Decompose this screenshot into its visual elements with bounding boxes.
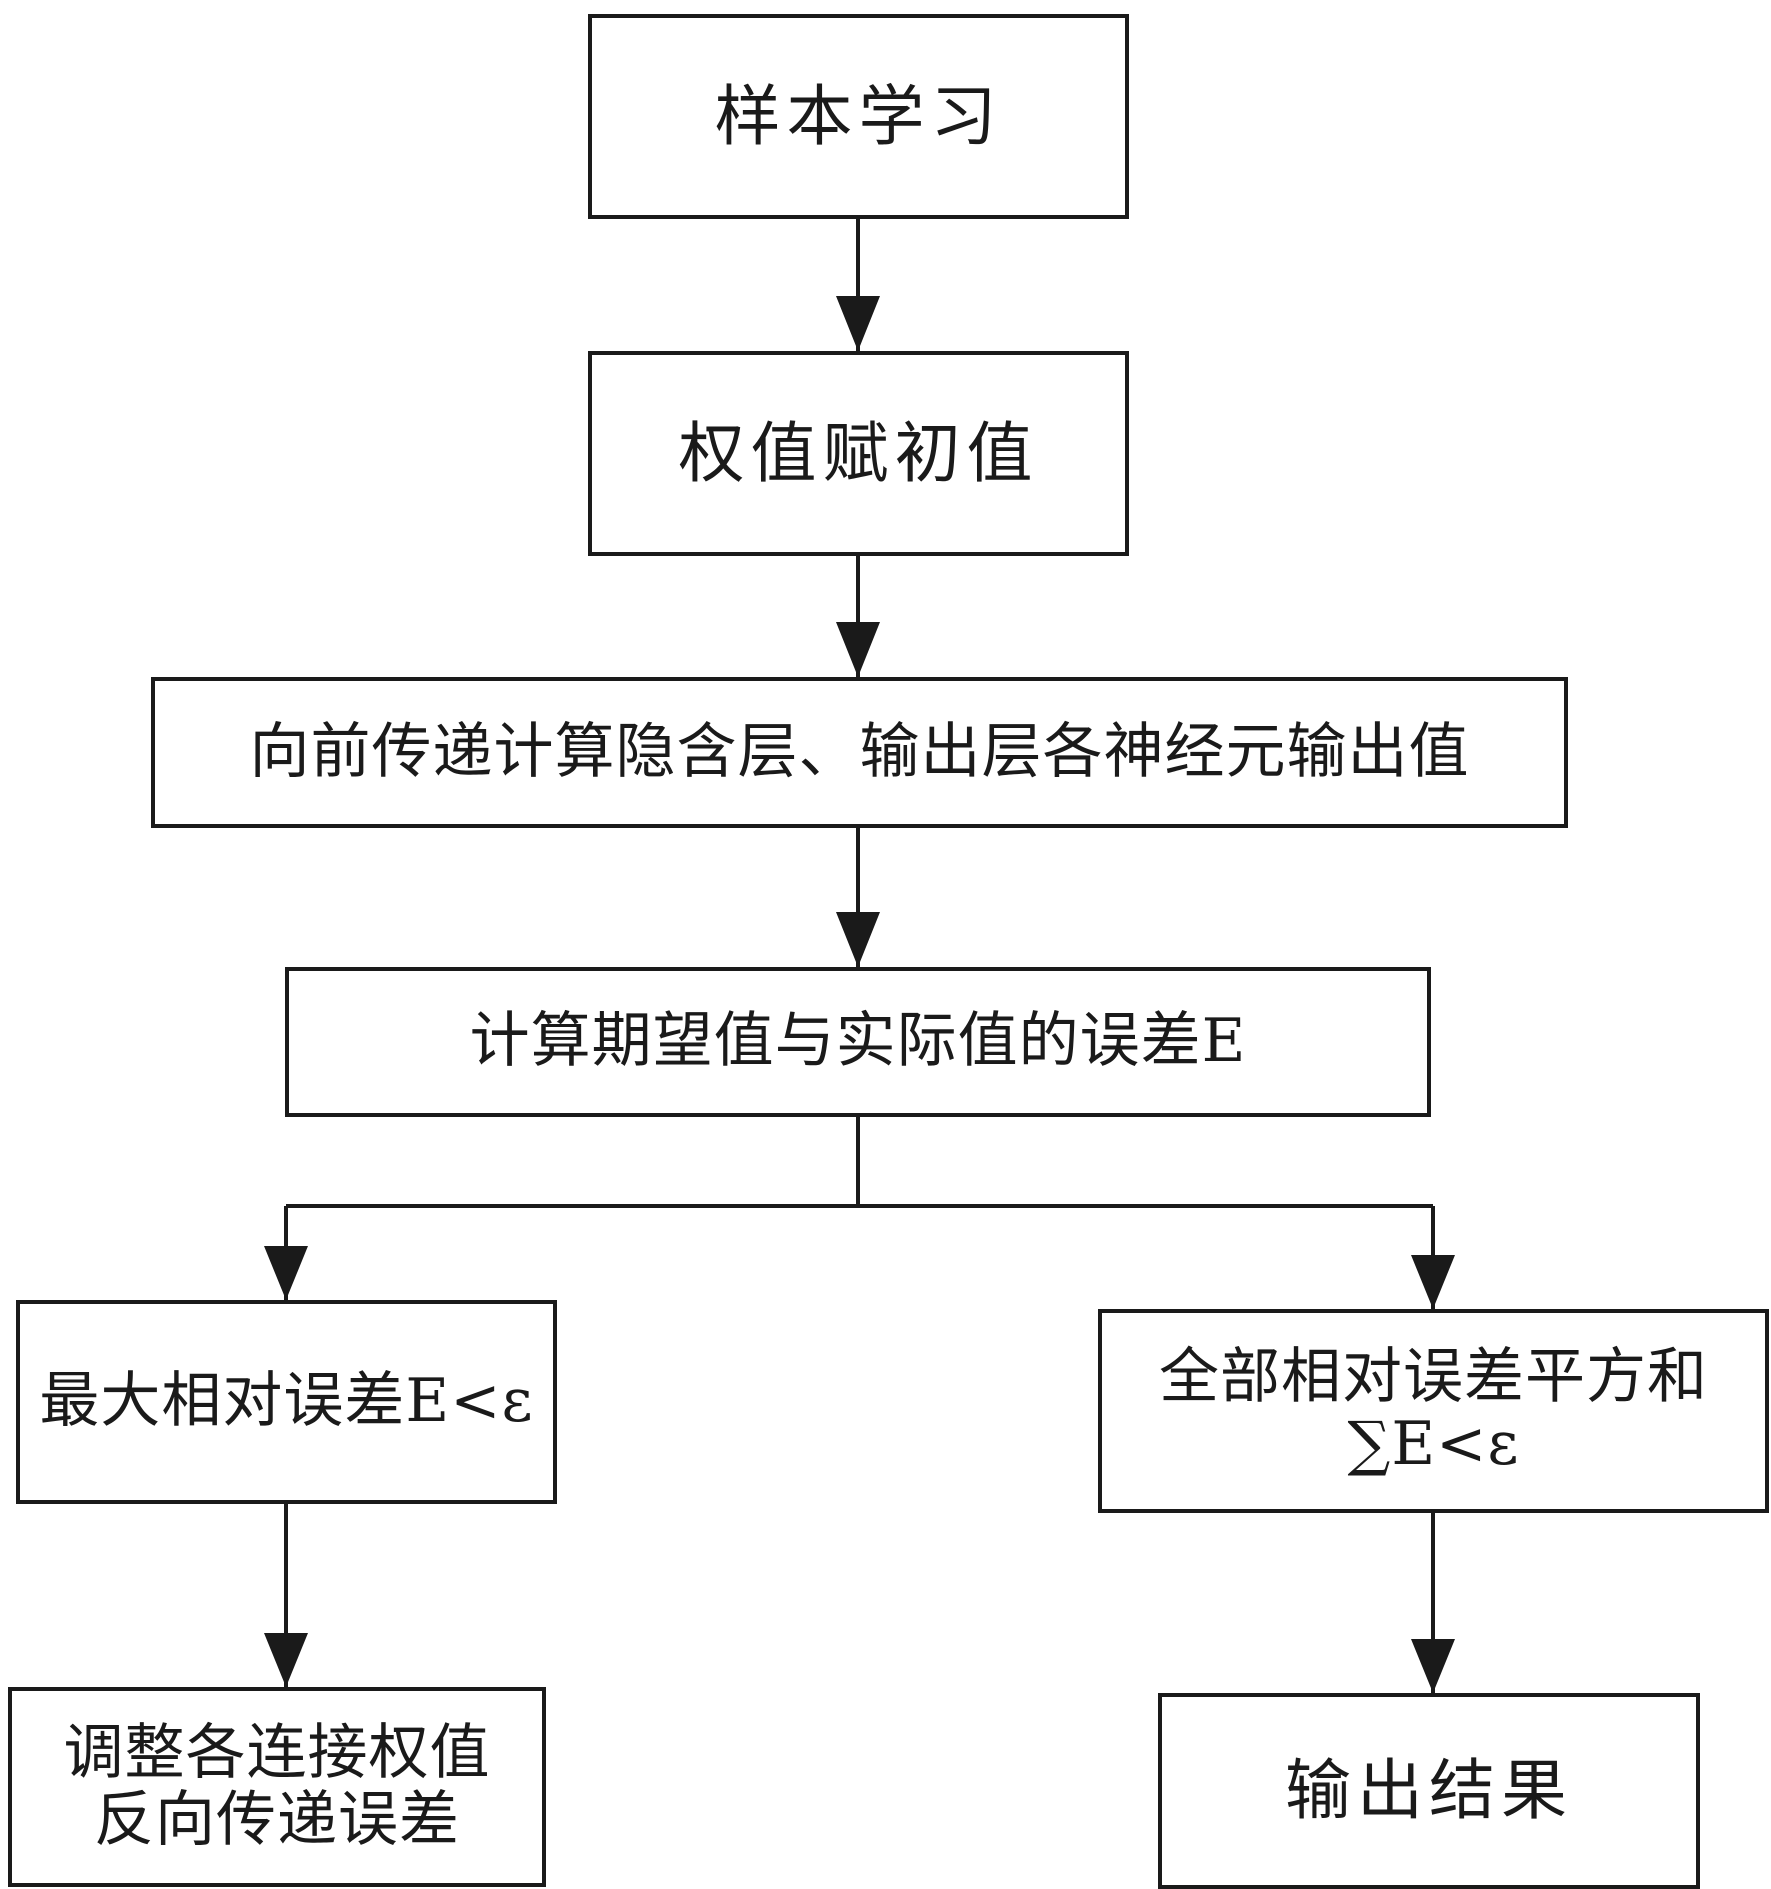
- node-init-weights-label: 权值赋初值: [678, 414, 1039, 492]
- arrowhead-total-error-to-output: [1411, 1639, 1455, 1693]
- node-calc-error-label: 计算期望值与实际值的误差E: [469, 1006, 1247, 1077]
- node-output-result-label: 输出结果: [1285, 1752, 1573, 1830]
- node-adjust-weights: 调整各连接权值 反向传递误差: [8, 1687, 546, 1887]
- node-sample-learning: 样本学习: [588, 14, 1129, 219]
- node-output-result: 输出结果: [1158, 1693, 1700, 1889]
- arrowhead-sample-to-init: [836, 296, 880, 351]
- node-forward-calc-label: 向前传递计算隐含层、输出层各神经元输出值: [249, 716, 1470, 787]
- node-sample-learning-label: 样本学习: [714, 77, 1003, 155]
- node-total-error-line2: ∑E<ε: [1347, 1409, 1520, 1479]
- node-forward-calc: 向前传递计算隐含层、输出层各神经元输出值: [151, 677, 1568, 828]
- node-adjust-weights-line1: 调整各连接权值: [63, 1717, 491, 1788]
- arrowhead-init-to-forward: [836, 622, 880, 677]
- node-total-error: 全部相对误差平方和 ∑E<ε: [1098, 1309, 1769, 1513]
- arrowhead-forward-to-error: [836, 912, 880, 967]
- node-init-weights: 权值赋初值: [588, 351, 1129, 556]
- arrowhead-branch-to-max-error: [264, 1246, 308, 1300]
- arrowhead-max-error-to-adjust: [264, 1633, 308, 1687]
- node-total-error-line1: 全部相对误差平方和: [1159, 1341, 1708, 1412]
- node-calc-error: 计算期望值与实际值的误差E: [285, 967, 1431, 1117]
- node-max-error-label: 最大相对误差E<ε: [39, 1366, 534, 1437]
- arrowhead-branch-to-total-error: [1411, 1255, 1455, 1309]
- node-adjust-weights-line2: 反向传递误差: [94, 1785, 460, 1855]
- node-max-error: 最大相对误差E<ε: [16, 1300, 557, 1504]
